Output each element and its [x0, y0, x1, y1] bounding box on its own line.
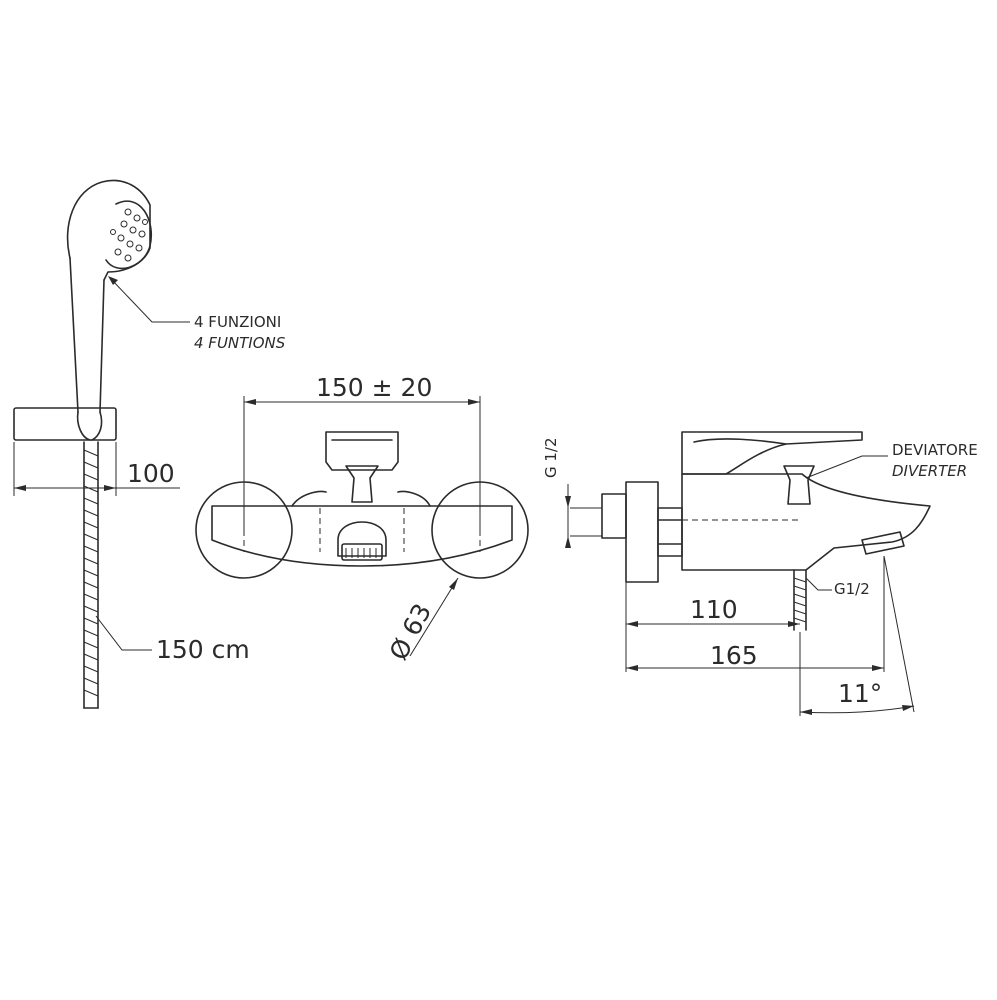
diameter-leader: [409, 577, 459, 657]
side-flange: [625, 481, 659, 583]
spout-tip: [861, 531, 905, 555]
outlet-thread-leader: [805, 577, 832, 591]
diverter-label-en: DIVERTER: [892, 462, 967, 480]
functions-label-it: 4 FUNZIONI: [194, 313, 281, 331]
functions-label-en: 4 FUNTIONS: [194, 334, 286, 352]
angle-label: 11°: [838, 679, 882, 708]
shower-head-outline: [66, 179, 151, 281]
holder-depth-label: 100: [127, 459, 175, 488]
right-flange: [431, 481, 529, 579]
diverter-leader: [805, 455, 888, 479]
inlet-connector: [601, 493, 627, 539]
mixer-body: [211, 505, 513, 567]
shower-hose: [83, 441, 99, 709]
side-lever: [681, 431, 863, 475]
hex-nut: [657, 507, 683, 557]
hand-shower-view: 4 FUNZIONI 4 FUNTIONS 100 150 cm: [13, 179, 286, 709]
side-diverter-knob: [783, 465, 815, 505]
reach-110-label: 110: [690, 595, 738, 624]
diverter-knob: [345, 465, 379, 503]
spout-outlet: [337, 521, 387, 557]
functions-leader: [111, 279, 190, 323]
shower-head-face: [105, 200, 152, 270]
outlet-connector: [793, 569, 807, 631]
shower-handle: [69, 257, 105, 413]
mixer-side-view: G 1/2 DEVIATORE DIVERTER G1/2: [542, 431, 978, 716]
hose-length-label: 150 cm: [156, 635, 250, 664]
side-body: [681, 473, 931, 571]
outlet-thread-label: G1/2: [834, 580, 870, 598]
wall-holder: [13, 407, 117, 441]
lever-handle: [325, 431, 399, 471]
reach-165-label: 165: [710, 641, 758, 670]
hose-length-leader: [95, 615, 152, 651]
left-flange: [195, 481, 293, 579]
diverter-label-it: DEVIATORE: [892, 441, 978, 459]
center-distance-label: 150 ± 20: [316, 373, 432, 402]
mixer-front-view: 150 ± 20 Ø 63: [195, 373, 529, 665]
spray-nozzles: [110, 208, 148, 262]
diameter-label: Ø 63: [384, 599, 438, 665]
inlet-thread-label: G 1/2: [542, 437, 560, 478]
